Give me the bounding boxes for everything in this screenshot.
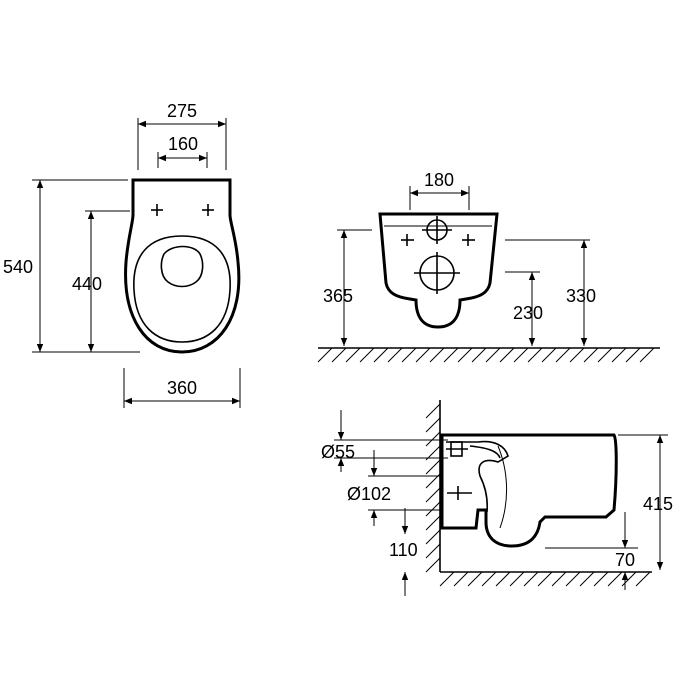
side-body-outline (440, 433, 618, 548)
label-height-inlet: 330 (566, 286, 596, 306)
label-length-total: 540 (3, 257, 33, 277)
mount-hole-left (151, 204, 163, 216)
side-wall-hatch (425, 403, 441, 573)
front-body-outline (378, 212, 499, 329)
front-floor-hatch (317, 347, 655, 363)
label-length-inner: 440 (72, 274, 102, 294)
front-view: 180 365 330 230 (317, 170, 660, 363)
label-width-inner: 160 (168, 134, 198, 154)
label-height-outlet: 230 (513, 303, 543, 323)
side-view: Ø55 Ø102 110 415 70 (321, 400, 673, 596)
side-trap (446, 440, 509, 513)
bowl-opening (160, 245, 204, 288)
label-outlet-height: 110 (389, 540, 418, 560)
label-base-offset: 70 (615, 550, 635, 570)
front-mount-hole-right (462, 234, 475, 246)
label-diameter-outlet: Ø102 (347, 484, 391, 504)
label-depth-total: 415 (643, 494, 673, 514)
side-floor-hatch (439, 571, 651, 587)
front-mount-hole-left (401, 234, 414, 246)
top-view: 275 160 540 440 360 (3, 101, 241, 408)
mount-hole-right (202, 204, 214, 216)
label-mount-spacing: 180 (424, 170, 454, 190)
label-width-total: 275 (167, 101, 197, 121)
bowl-inner-rim (133, 235, 231, 343)
bowl-outline (124, 178, 241, 354)
label-width-bottom: 360 (167, 378, 197, 398)
label-diameter-inlet: Ø55 (321, 442, 355, 462)
label-height-total: 365 (323, 286, 353, 306)
